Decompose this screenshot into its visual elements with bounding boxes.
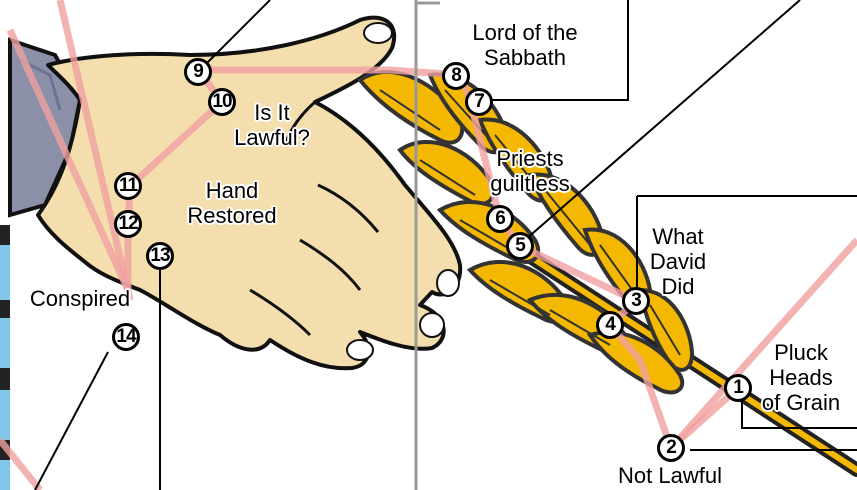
marker-12: 12 [114, 210, 142, 238]
marker-1: 1 [724, 374, 752, 402]
marker-3: 3 [622, 287, 650, 315]
marker-5: 5 [506, 232, 534, 260]
marker-11: 11 [114, 172, 142, 200]
marker-2: 2 [657, 434, 685, 462]
marker-13: 13 [146, 242, 174, 270]
marker-4: 4 [596, 311, 624, 339]
marker-9: 9 [184, 58, 212, 86]
marker-7: 7 [465, 88, 493, 116]
marker-6: 6 [486, 205, 514, 233]
marker-10: 10 [208, 88, 236, 116]
label-conspired: Conspired [10, 286, 150, 311]
marker-14: 14 [112, 323, 140, 351]
marker-8: 8 [442, 62, 470, 90]
label-not-lawful: Not Lawful [595, 463, 745, 488]
